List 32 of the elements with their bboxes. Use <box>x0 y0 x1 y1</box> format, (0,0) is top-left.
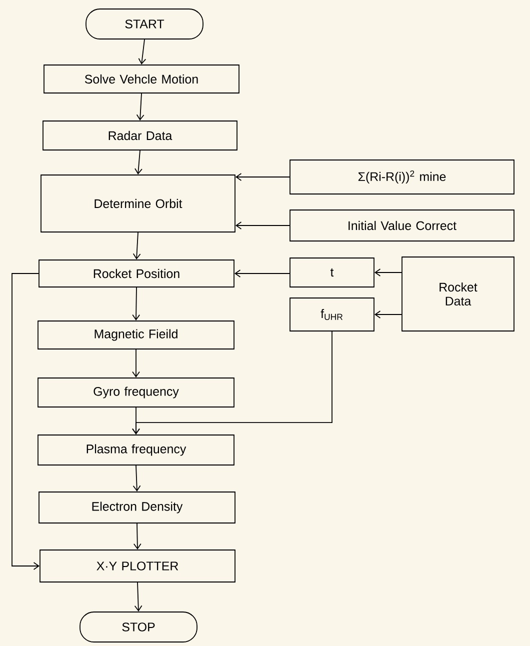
arrow <box>374 268 402 276</box>
arrow <box>234 270 290 278</box>
arrow <box>134 582 142 612</box>
arrow <box>132 232 141 260</box>
process-box: Rocket Data <box>402 256 514 332</box>
terminal-box: START <box>86 8 204 40</box>
arrow <box>136 93 144 121</box>
arrow <box>138 39 146 65</box>
terminal-box: STOP <box>80 612 198 642</box>
process-box: Σ(Ri-R(i))$^{2}$ mine <box>290 160 514 194</box>
process-box: Determine Orbit <box>40 174 236 232</box>
process-box: Plasma frequency <box>38 434 234 466</box>
arrow <box>134 150 142 175</box>
process-box: f$_{UHR}$ <box>290 298 374 332</box>
process-box: Solve Vehcle Motion <box>44 64 240 94</box>
arrow <box>132 331 332 435</box>
arrow <box>132 465 141 492</box>
process-box: Initial Value Correct <box>290 210 514 242</box>
process-box: Rocket Position <box>38 260 234 288</box>
arrow <box>133 523 142 550</box>
process-box: Magnetic Fieild <box>38 320 234 350</box>
process-box: Gyro frequency <box>38 378 234 408</box>
process-box: X·Y PLOTTER <box>40 550 236 582</box>
process-box: Electron Density <box>38 492 236 524</box>
process-box: Radar Data <box>42 120 238 150</box>
arrow <box>235 173 290 181</box>
arrow <box>132 349 140 378</box>
arrow <box>132 287 140 321</box>
arrow <box>12 273 40 570</box>
process-box: t <box>290 258 374 288</box>
arrow <box>374 310 402 318</box>
arrow <box>235 222 290 230</box>
